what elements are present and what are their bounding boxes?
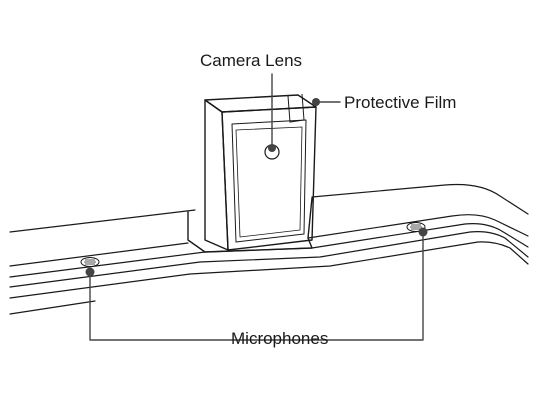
tv-top-back-edge-right [311, 183, 529, 215]
leader-dots [85, 98, 428, 277]
microphones-label: Microphones [231, 329, 329, 348]
microphone-left [80, 257, 100, 267]
protective-film [287, 93, 305, 123]
camera-side [204, 99, 229, 251]
dot-protective-film [312, 98, 320, 106]
tv-bezel-line-4 [9, 300, 96, 315]
protective-film-label: Protective Film [344, 93, 457, 112]
camera-front-inner-2 [235, 126, 303, 238]
camera-base [187, 197, 313, 253]
tv-bezel-line-3 [9, 241, 529, 299]
protective-film-tab [287, 93, 305, 123]
tv-bezel-line-2 [9, 231, 529, 288]
leader-lines [89, 73, 424, 341]
tv-bezel-line-1 [9, 223, 529, 278]
microphone-left-slots [84, 259, 96, 265]
dot-microphone-left [85, 267, 95, 277]
dot-camera-lens [268, 144, 276, 152]
tv-top-front-edge [9, 242, 189, 267]
tv-top-back-edge [9, 209, 196, 233]
tv-body-outline [9, 183, 529, 315]
camera-lens-label: Camera Lens [200, 51, 303, 70]
camera-module [187, 94, 317, 253]
leader-microphones [89, 231, 424, 341]
camera-front-inner [231, 119, 307, 243]
dot-microphone-right [418, 227, 428, 237]
microphone-right-slots [410, 224, 422, 230]
tv-top-front-edge-right [307, 214, 529, 239]
